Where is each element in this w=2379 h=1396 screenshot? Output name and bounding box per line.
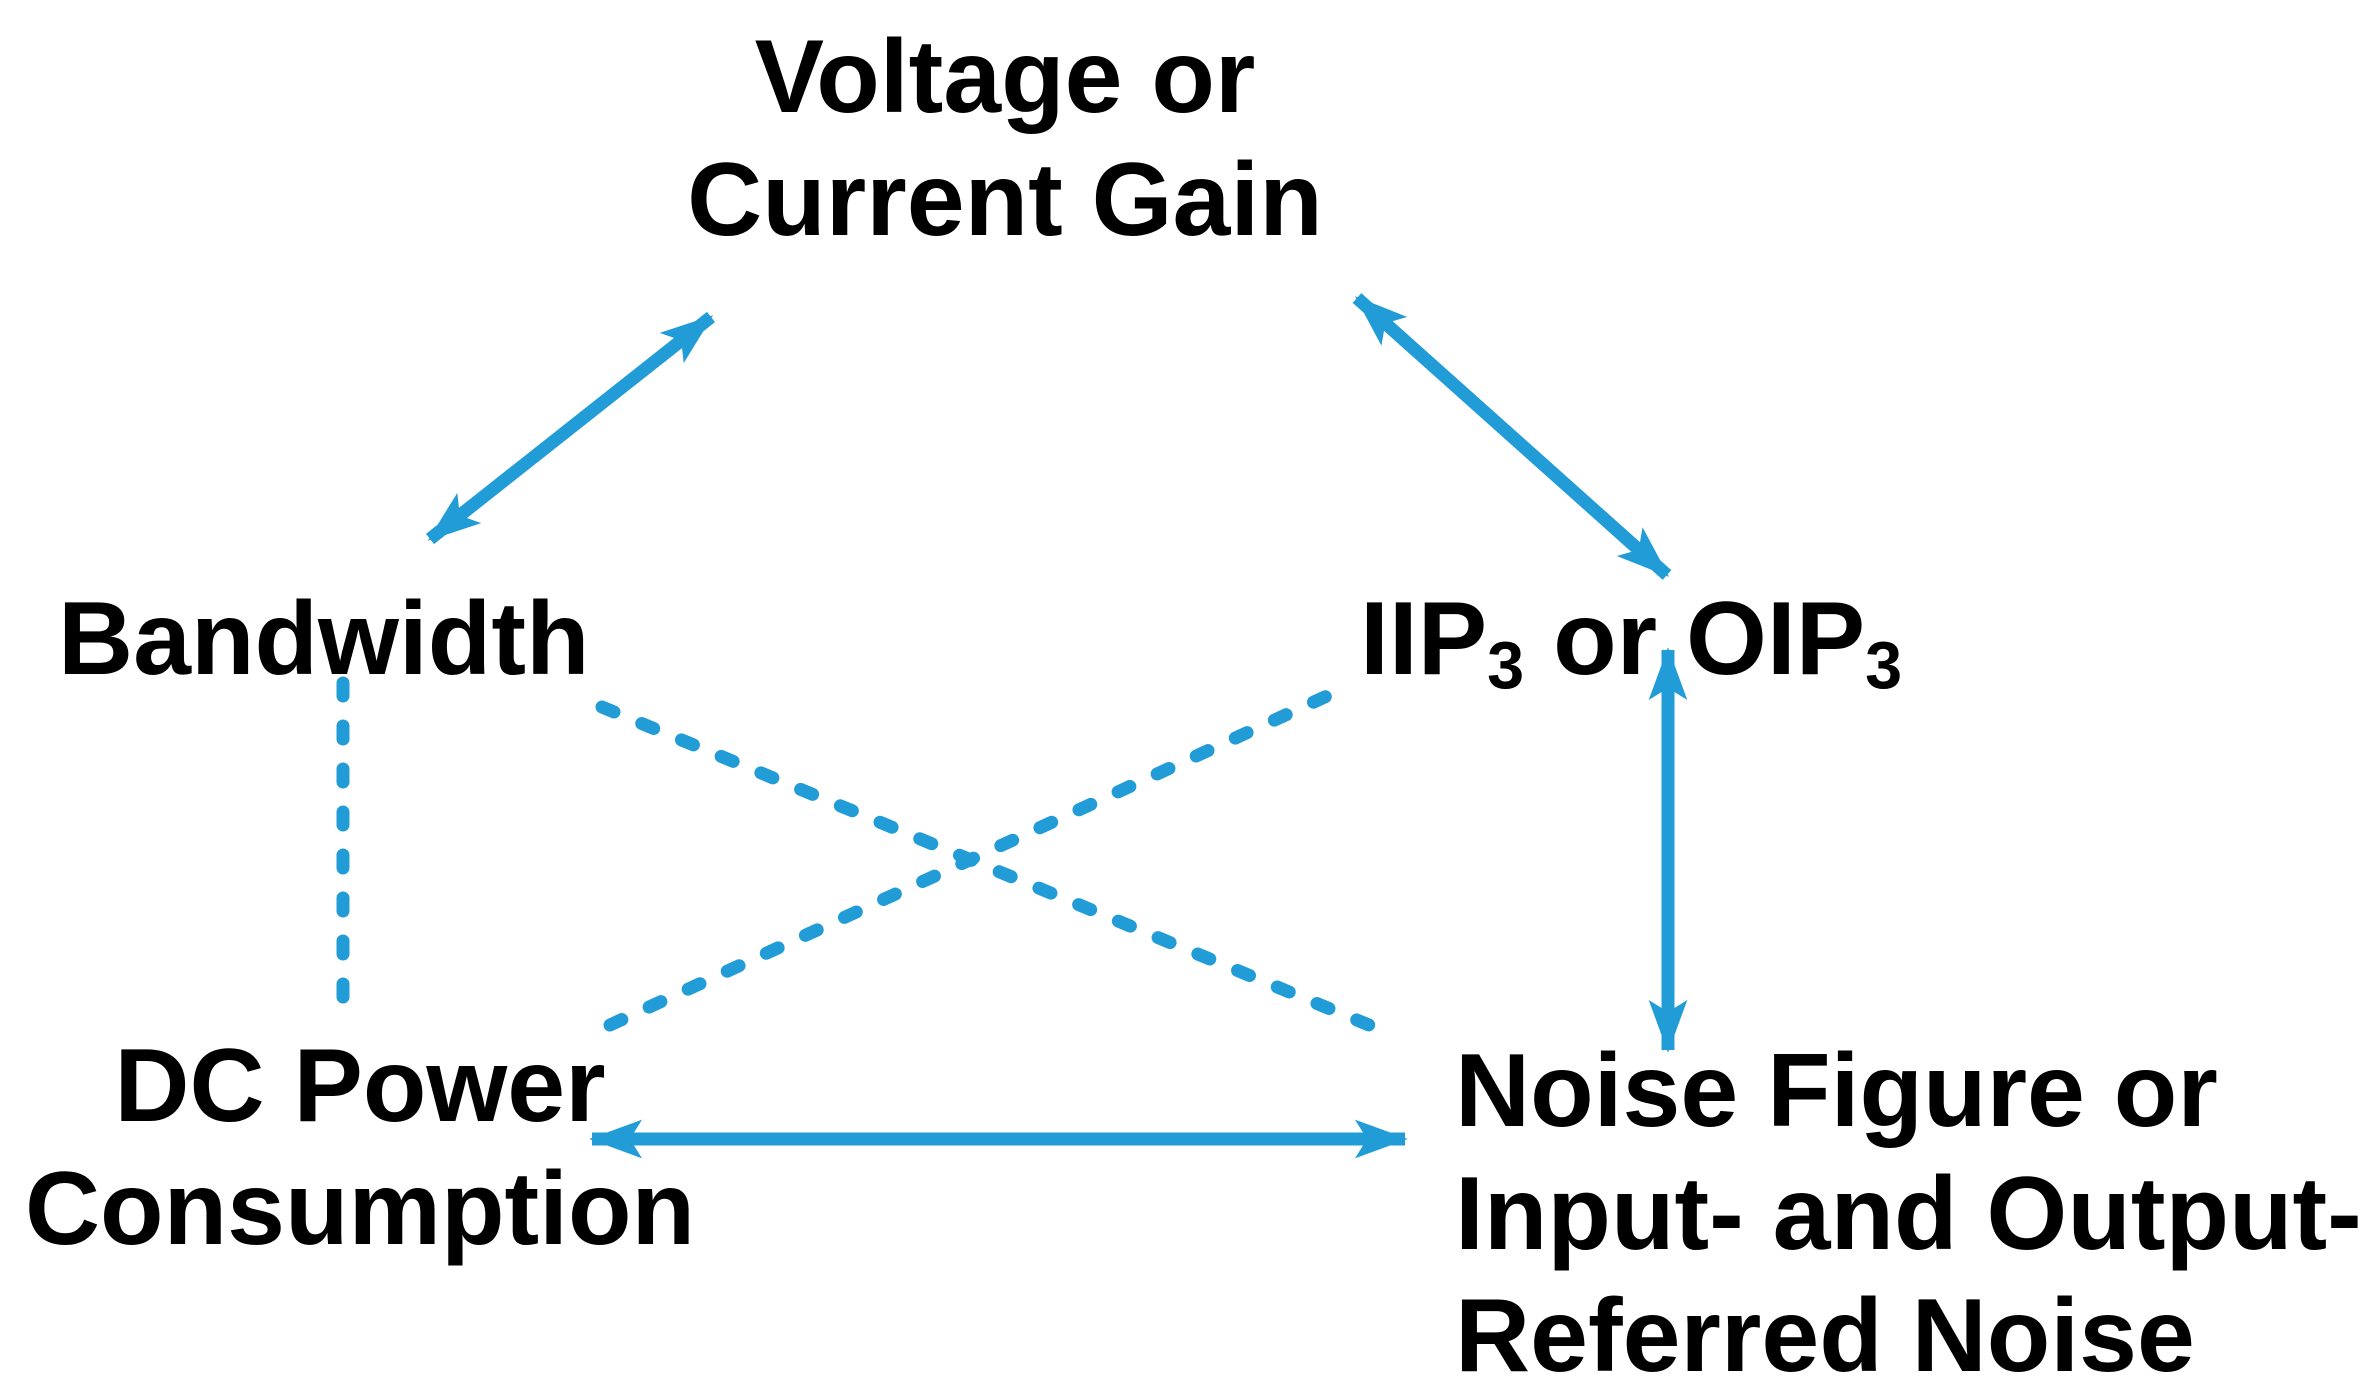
edge-voltage-or-current-gain-to-iip3-or-oip3: [1352, 293, 1672, 580]
node-label-line: Bandwidth: [58, 581, 590, 697]
node-bandwidth: Bandwidth: [58, 578, 589, 701]
node-dc-power-consumption: DC Power Consumption: [20, 1025, 700, 1270]
node-label-line: Voltage or: [754, 19, 1256, 135]
node-iip3-or-oip3: IIP3 or OIP3: [1360, 578, 1902, 706]
node-label-line: IIP: [1360, 581, 1488, 697]
node-label-line: DC Power: [114, 1028, 606, 1144]
subscript-3: 3: [1865, 629, 1903, 704]
node-label-line: Consumption: [24, 1150, 696, 1267]
edge-bandwidth-to-noise-figure: [595, 700, 1400, 1042]
node-noise-figure: Noise Figure or Input- and Output- Refer…: [1455, 1030, 2362, 1396]
node-label-line: Current Gain: [687, 141, 1323, 258]
node-voltage-or-current-gain: Voltage or Current Gain: [600, 16, 1410, 261]
node-label-line: Referred Noise: [1455, 1278, 2195, 1395]
subscript-3: 3: [1487, 629, 1525, 704]
node-label-line: Input- and Output-: [1455, 1155, 2362, 1272]
node-label-line: Noise Figure or: [1455, 1033, 2218, 1149]
node-label-line: or OIP: [1524, 581, 1866, 697]
edge-dc-power-consumption-to-iip3-or-oip3: [603, 683, 1347, 1032]
edge-voltage-or-current-gain-to-bandwidth: [425, 311, 716, 545]
